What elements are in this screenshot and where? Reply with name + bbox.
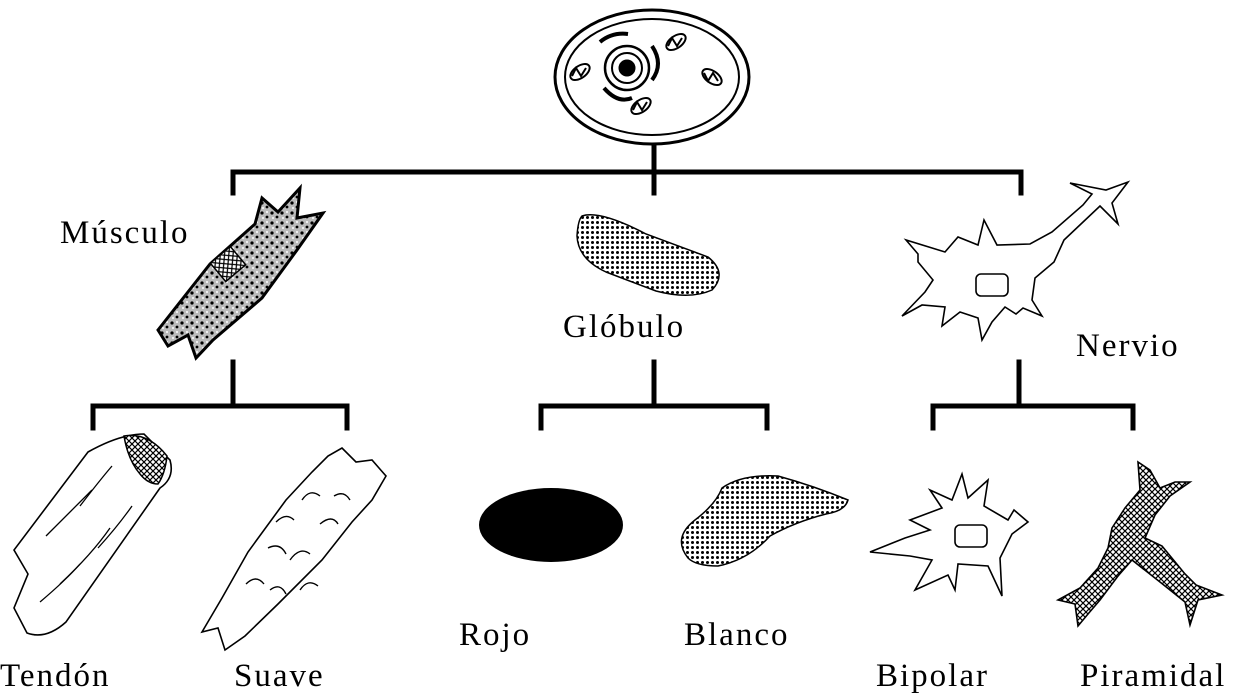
white-blood-cell-icon xyxy=(681,476,848,566)
smooth-muscle-cell-icon xyxy=(202,448,386,650)
red-blood-cell-icon xyxy=(479,488,623,562)
label-nervio: Nervio xyxy=(1076,328,1180,364)
generic-cell-icon xyxy=(555,10,749,144)
muscle-cell-icon xyxy=(158,188,323,358)
tendon-cell-icon xyxy=(14,434,171,635)
nerve-cell-icon xyxy=(902,182,1128,340)
label-blanco: Blanco xyxy=(684,617,789,653)
label-tendon: Tendón xyxy=(0,658,111,694)
bipolar-neuron-icon xyxy=(870,474,1028,596)
label-musculo: Músculo xyxy=(60,215,190,251)
label-rojo: Rojo xyxy=(459,617,531,653)
label-piramidal: Piramidal xyxy=(1080,658,1226,694)
label-globulo: Glóbulo xyxy=(563,309,685,345)
label-bipolar: Bipolar xyxy=(876,658,989,694)
label-suave: Suave xyxy=(234,658,325,694)
diagram-labels: Músculo Glóbulo Nervio Tendón Suave Rojo… xyxy=(0,215,1226,694)
pyramidal-neuron-icon xyxy=(1058,462,1222,626)
blood-cell-icon xyxy=(577,215,719,295)
